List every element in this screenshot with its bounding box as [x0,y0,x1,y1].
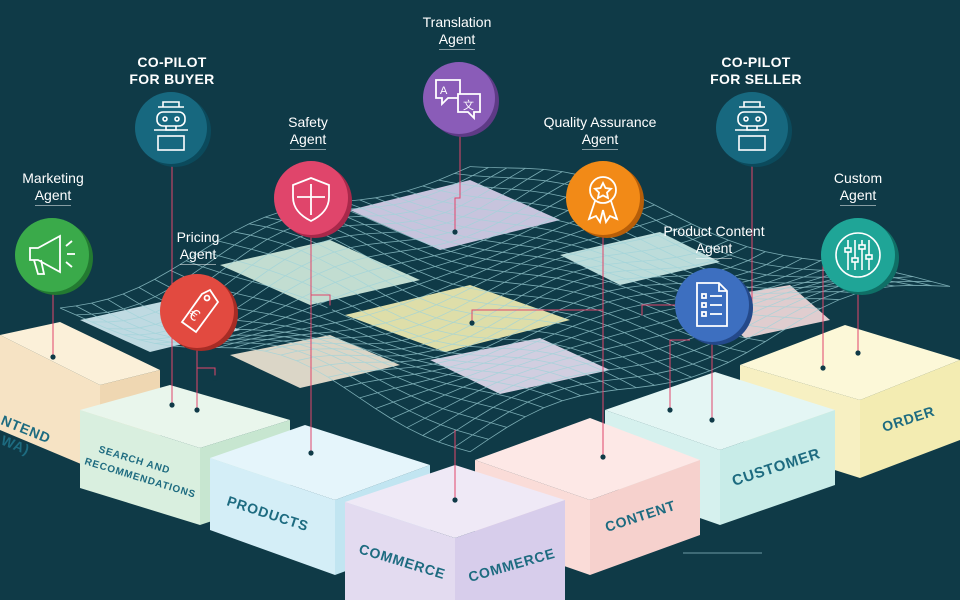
document-list-icon [696,282,728,327]
mesh-line [422,271,895,436]
robot-icon [735,101,769,151]
connector-safety-branch [311,294,331,308]
label-marketing-line1: Marketing [22,170,84,186]
label-custom-line1: Custom [833,170,883,186]
label-product-content-line1: Product Content [663,223,765,239]
dot-custom [855,350,861,356]
plate-teal [560,232,720,285]
agent-copilot-buyer [135,92,211,167]
label-copilot-buyer-line2: FOR BUYER [129,71,215,87]
label-copilot-buyer: CO-PILOT FOR BUYER [118,54,226,88]
dot-safety-branch [327,305,333,311]
mesh-line [296,246,748,362]
plate-mint [220,240,420,305]
mesh-line [391,265,858,419]
mesh-line [312,251,766,369]
block-commerce: COMMERCE COMMERCE [345,465,565,600]
sliders-icon [835,232,881,278]
label-copilot-seller: CO-PILOT FOR SELLER [698,54,814,88]
agent-marketing [15,218,93,295]
dot-pricing [194,407,200,413]
dot-copilot-seller [639,315,645,321]
svg-text:文: 文 [463,98,474,112]
agent-product-content [675,268,753,345]
label-pricing: Pricing Agent [160,229,236,265]
label-safety-line1: Safety [288,114,328,130]
connector-product-content-branch [669,339,690,410]
label-custom-line2: Agent [839,187,877,206]
connector-pricing-branch [197,367,216,378]
mesh-line [391,194,858,294]
label-quality-line1: Quality Assurance [543,114,657,130]
label-translation-line1: Translation [422,14,492,30]
label-copilot-buyer-line1: CO-PILOT [137,54,207,70]
mesh-line [280,211,729,363]
label-copilot-seller-line2: FOR SELLER [710,71,802,87]
mesh-line [375,197,840,301]
label-product-content: Product Content Agent [652,223,776,259]
mesh-line [59,166,471,309]
agent-pricing: € [160,274,238,351]
plate-yellow [345,285,570,352]
plate-peach [230,335,400,388]
agent-copilot-seller [716,92,792,167]
dot-copilot-buyer [169,402,175,408]
label-quality-line2: Agent [581,131,619,150]
mesh-line [280,239,729,356]
mesh-line [296,207,747,353]
mesh-line [375,262,840,409]
connector-dots [50,229,861,503]
dot-pricing-branch [212,375,218,381]
dot-marketing [50,354,56,360]
agent-custom [821,218,899,295]
label-copilot-seller-line1: CO-PILOT [721,54,791,70]
label-translation: Translation Agent [405,14,509,50]
mesh-line [438,276,914,443]
label-translation-line2: Agent [438,31,476,50]
mesh-line [264,232,711,352]
robot-icon [154,101,188,151]
label-marketing: Marketing Agent [8,170,98,206]
connector-translation [454,135,461,232]
mesh-line [406,268,877,429]
dot-quality-branch [469,320,475,326]
award-ribbon-icon [587,176,619,225]
mesh-line [406,190,877,289]
connector-quality-branch [471,309,603,323]
agent-translation: A 文 [423,62,499,137]
dot-translation [452,229,458,235]
dot-product-content [709,417,715,423]
dot-quality [600,454,606,460]
dot-safety [308,450,314,456]
label-pricing-line1: Pricing [176,229,220,245]
agent-safety [274,161,352,238]
svg-text:A: A [440,85,448,97]
dot-commerce [452,497,458,503]
label-pricing-line2: Agent [179,246,217,265]
label-safety: Safety Agent [268,114,348,150]
label-marketing-line2: Agent [34,187,72,206]
label-custom: Custom Agent [820,170,896,206]
shield-icon [292,177,330,223]
label-product-content-line2: Agent [695,240,733,259]
agent-quality [566,161,644,238]
dot-custom-branch [820,365,826,371]
megaphone-icon [29,234,75,275]
dot-product-content-branch [667,407,673,413]
label-quality: Quality Assurance Agent [532,114,668,150]
label-safety-line2: Agent [289,131,327,150]
mesh-line [422,185,895,287]
translate-icon: A 文 [435,79,481,121]
